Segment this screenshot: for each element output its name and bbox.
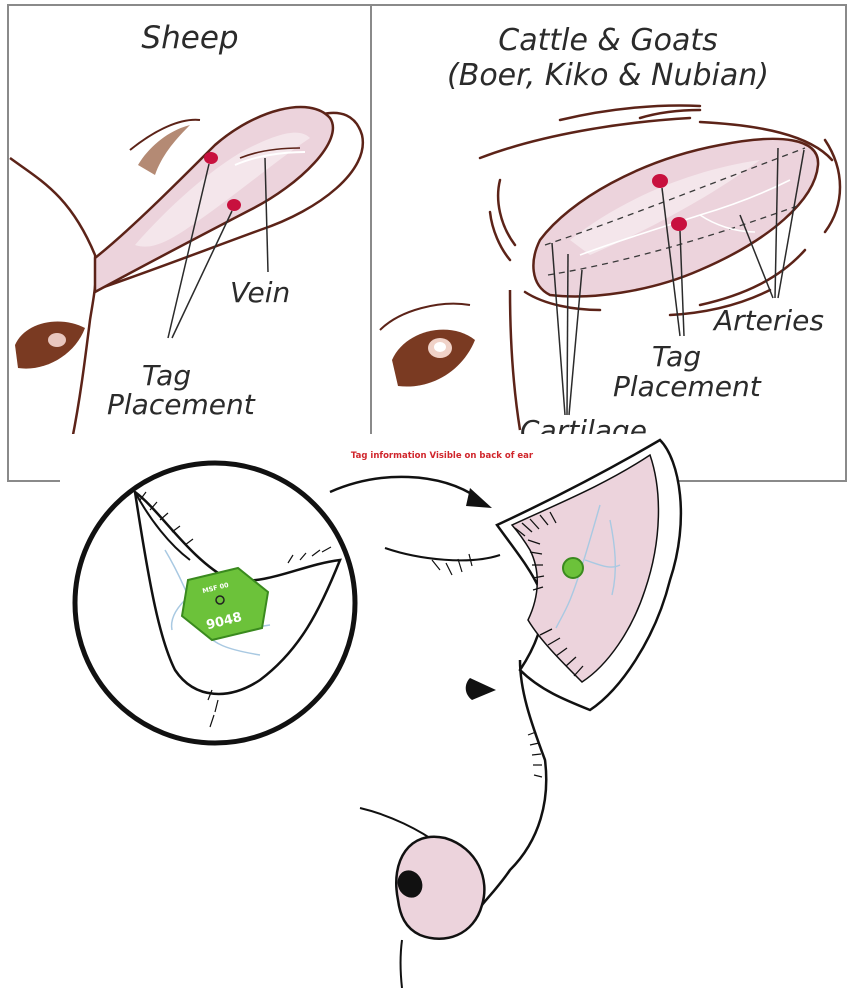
pig-panel: Tag information Visible on back of ear <box>75 440 681 988</box>
sheep-tag-label-line2: Placement <box>107 388 256 421</box>
cattle-title-line2: (Boer, Kiko & Nubian) <box>447 58 769 93</box>
sheep-vein-label: Vein <box>230 276 290 309</box>
cattle-tag-dot-lower <box>671 217 687 231</box>
sheep-tag-dot-upper <box>204 152 218 164</box>
pig-eye-icon <box>466 678 496 700</box>
pig-ear-tag-dot <box>563 558 583 578</box>
sheep-title: Sheep <box>141 20 238 56</box>
cattle-tag-label-line1: Tag <box>652 340 701 373</box>
pig-head <box>360 548 546 988</box>
cattle-arteries-label: Arteries <box>712 304 824 337</box>
pig-caption: Tag information Visible on back of ear <box>351 451 534 461</box>
cattle-tag-label-line2: Placement <box>613 370 762 403</box>
cattle-tag-dot-upper <box>652 174 668 188</box>
sheep-tag-dot-lower <box>227 199 241 211</box>
pig-face-outline <box>482 660 546 905</box>
cattle-title-line1: Cattle & Goats <box>498 23 718 58</box>
